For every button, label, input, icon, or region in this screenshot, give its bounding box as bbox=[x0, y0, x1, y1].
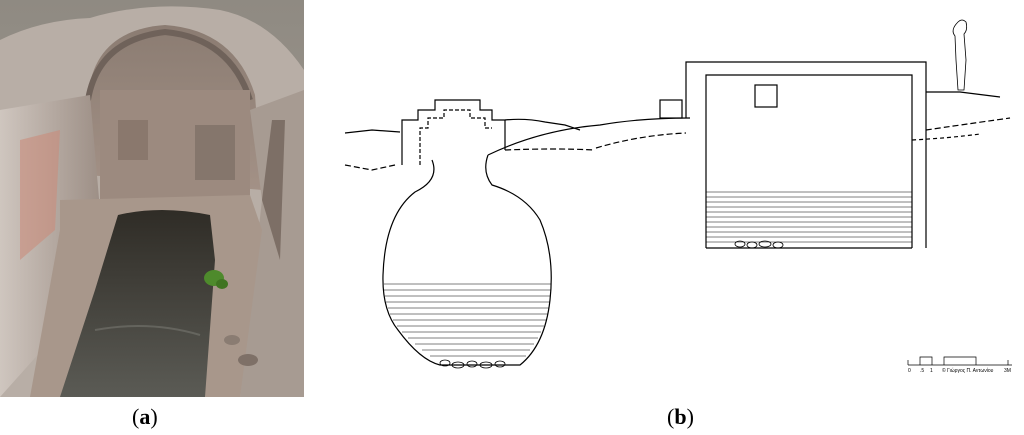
bottle-water-hatching bbox=[384, 283, 551, 357]
scale-tick-3m: 3M bbox=[1004, 368, 1011, 374]
scale-tick-1: 1 bbox=[930, 368, 933, 374]
caption-b: (b) bbox=[667, 404, 694, 430]
caption-a-letter: a bbox=[139, 404, 151, 429]
caption-a: (a) bbox=[132, 404, 158, 430]
caption-b-letter: b bbox=[674, 404, 687, 429]
rect-water-hatching bbox=[706, 191, 912, 243]
cistern-photograph bbox=[0, 0, 304, 398]
section-drawing-icon: 0 .5 1 © Γιώργος Π. Αντωνίου 3M bbox=[344, 19, 1012, 374]
scale-tick-0: 0 bbox=[908, 368, 911, 374]
scale-bar bbox=[907, 356, 1012, 366]
cistern-photo-icon bbox=[0, 0, 304, 398]
caption-b-open: ( bbox=[667, 404, 675, 429]
cistern-section-drawing: 0 .5 1 © Γιώργος Π. Αντωνίου 3M bbox=[330, 0, 1024, 400]
caption-b-close: ) bbox=[686, 404, 694, 429]
caption-a-open: ( bbox=[132, 404, 140, 429]
scale-tick-half: .5 bbox=[920, 368, 924, 374]
caption-a-close: ) bbox=[150, 404, 158, 429]
scale-credit: © Γιώργος Π. Αντωνίου bbox=[942, 367, 994, 374]
